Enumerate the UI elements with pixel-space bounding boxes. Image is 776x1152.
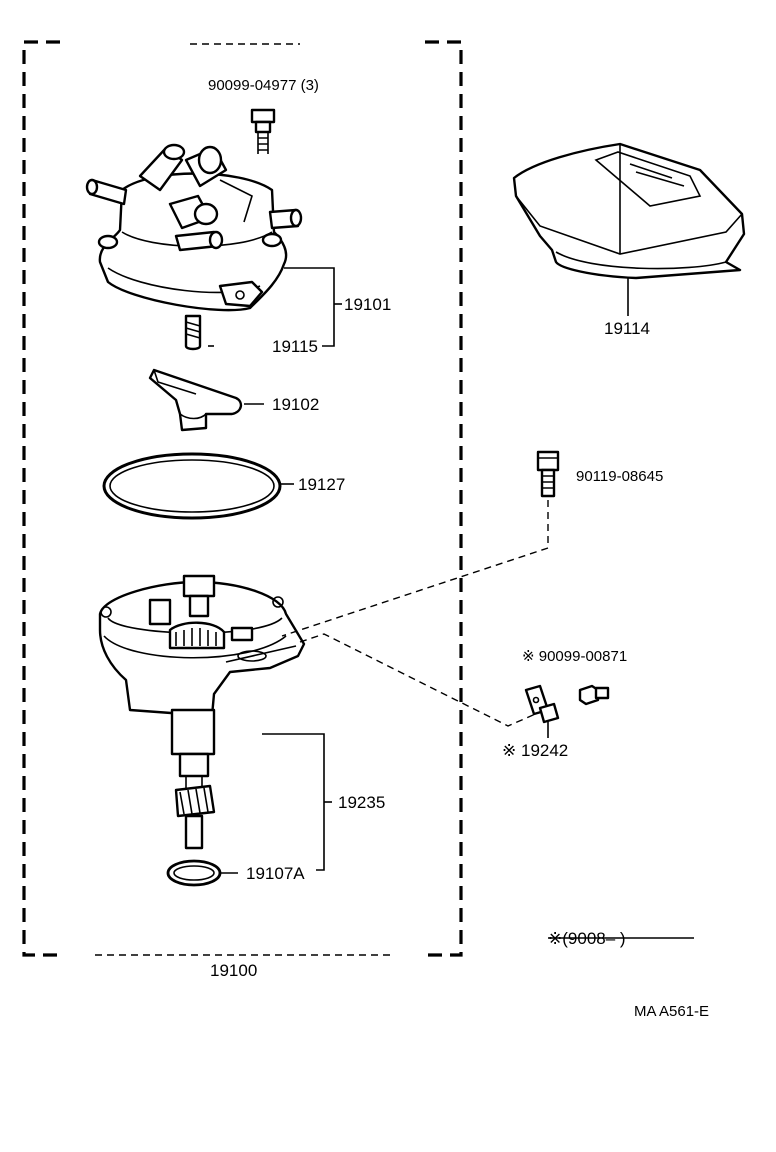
label-cover: 19114 bbox=[604, 319, 650, 338]
screw-small-icon bbox=[578, 684, 610, 706]
o-ring-icon bbox=[166, 859, 222, 887]
gasket-icon bbox=[102, 452, 282, 520]
bolt-icon bbox=[536, 450, 560, 498]
distributor-housing-icon bbox=[98, 574, 306, 850]
note-production-date: ※(9008– ) bbox=[548, 929, 626, 948]
distributor-cap-icon bbox=[85, 143, 303, 312]
connection-dashes bbox=[281, 500, 549, 727]
diagram-code: MA A561-E bbox=[634, 1003, 709, 1020]
distributor-cover-icon bbox=[512, 142, 746, 280]
label-bracket: ※ 19242 bbox=[502, 741, 568, 760]
label-gasket: 19127 bbox=[298, 475, 345, 494]
leader-lines bbox=[208, 267, 694, 939]
screw-top-icon bbox=[250, 108, 276, 154]
label-o-ring: 19107A bbox=[246, 864, 305, 883]
rotor-icon bbox=[148, 368, 243, 432]
label-cap: 19101 bbox=[344, 295, 391, 314]
label-screw-small-code: 90099-00871 bbox=[539, 648, 627, 665]
label-rotor: 19102 bbox=[272, 395, 319, 414]
marker-screw-small: ※ bbox=[522, 648, 535, 665]
marker-bracket: ※ bbox=[502, 741, 516, 760]
label-screw-top: 90099-04977 (3) bbox=[208, 77, 319, 94]
label-bracket-code: 19242 bbox=[521, 741, 568, 760]
spring-icon bbox=[184, 314, 202, 351]
label-assembly: 19100 bbox=[210, 961, 257, 980]
label-housing: 19235 bbox=[338, 793, 385, 812]
bracket-icon bbox=[524, 684, 560, 724]
label-screw-small: ※ 90099-00871 bbox=[522, 648, 627, 665]
label-spring: 19115 bbox=[272, 337, 318, 356]
assembly-frame bbox=[22, 40, 463, 957]
label-bolt: 90119-08645 bbox=[576, 468, 663, 485]
